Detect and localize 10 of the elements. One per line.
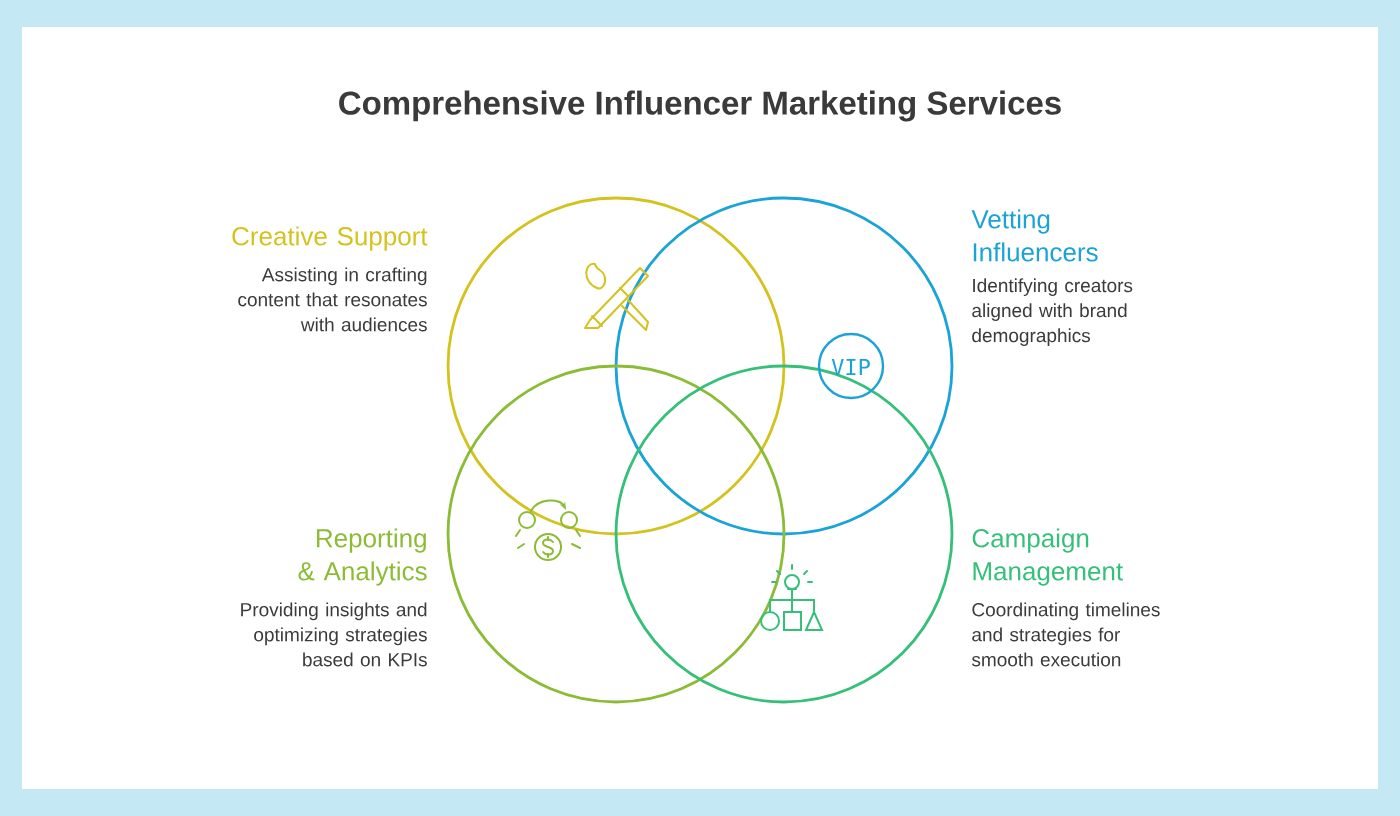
heading: Campaign Management xyxy=(972,528,1123,586)
heading: Vetting Influencers xyxy=(971,209,1098,262)
heading: Reporting & Analytics xyxy=(298,528,427,586)
heading: Creative Support xyxy=(232,226,428,251)
description: Coordinating timelines and strategies for smooth execution xyxy=(971,602,1160,667)
vip-badge: VIP xyxy=(817,332,885,400)
description: Identifying creators aligned with brand demographics xyxy=(972,278,1133,346)
description: Providing insights and optimizing strategies based on KPIs xyxy=(241,602,427,667)
description: Assisting in crafting content that resonates with audiences xyxy=(238,267,427,332)
title: Comprehensive Influencer Marketing Services xyxy=(339,90,1061,122)
